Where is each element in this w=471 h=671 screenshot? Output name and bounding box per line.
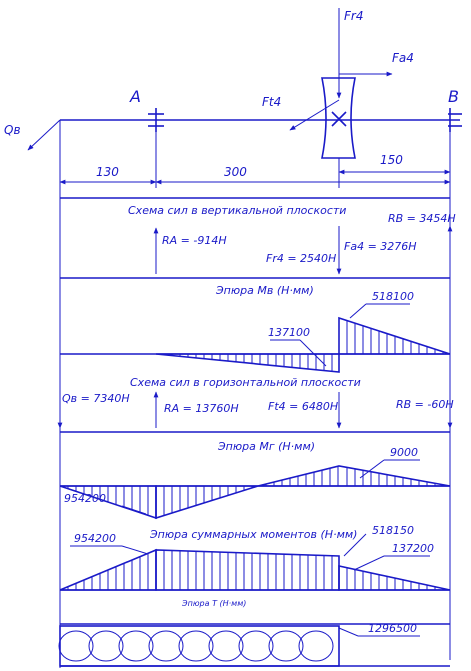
moment-v-value-1: 518100 <box>372 290 414 303</box>
gear <box>321 77 356 159</box>
moment-vertical-diagram: Эпюра Мв (Н·мм) 518100 137100 <box>60 284 451 373</box>
horizontal-title: Схема сил в горизонтальной плоскости <box>130 376 361 389</box>
support-b-label: B <box>448 87 459 106</box>
vertical-title: Схема сил в вертикальной плоскости <box>128 204 346 217</box>
fr4-vertical-label: Fr4 = 2540H <box>266 252 336 265</box>
rb-horizontal-label: RB = -60H <box>396 398 454 411</box>
ra-vertical-label: RA = -914H <box>162 234 227 247</box>
moment-h-title: Эпюра Мг (Н·мм) <box>217 440 315 453</box>
moment-sum-value-2: 518150 <box>372 524 414 537</box>
moment-sum-value-1: 954200 <box>74 532 116 545</box>
support-a-label: A <box>129 87 141 106</box>
force-fr4-label: Fr4 <box>344 9 363 23</box>
rb-vertical-label: RB = 3454H <box>388 212 456 225</box>
support-b <box>448 108 462 132</box>
moment-h-value-2: 954200 <box>64 492 106 505</box>
force-ft4-label: Ft4 <box>262 95 281 109</box>
dim-300: 300 <box>224 165 247 179</box>
horizontal-plane-scheme: Схема сил в горизонтальной плоскости Qв … <box>57 376 454 433</box>
moment-sum-value-3: 137200 <box>392 542 434 555</box>
torque-diagram: Эпюра T (Н·мм) 1296500 <box>58 599 450 667</box>
support-a <box>148 108 164 132</box>
dim-130: 130 <box>96 165 119 179</box>
moment-horizontal-diagram: Эпюра Мг (Н·мм) 9000 954200 <box>59 440 451 520</box>
moment-h-value-1: 9000 <box>390 446 418 459</box>
vertical-plane-scheme: Схема сил в вертикальной плоскости RA = … <box>60 197 456 279</box>
moment-h-hatch <box>67 466 444 516</box>
moment-sum-diagram: Эпюра суммарных моментов (Н·мм) 954200 5… <box>59 524 451 591</box>
ft4-horizontal-label: Ft4 = 6480H <box>268 400 338 413</box>
force-ft4-arrow <box>289 99 340 131</box>
torque-title: Эпюра T (Н·мм) <box>181 599 246 608</box>
fa4-vertical-label: Fa4 = 3276H <box>344 240 417 253</box>
moment-sum-hatch <box>67 550 444 590</box>
force-fa4-label: Fa4 <box>392 51 414 65</box>
torque-value-1: 1296500 <box>368 622 417 635</box>
force-qb-arrow <box>27 119 61 151</box>
shaft-scheme: A B Fr4 Fa4 Ft4 Qв <box>4 8 462 159</box>
qb-horizontal-label: Qв = 7340H <box>62 392 130 405</box>
moment-sum-title: Эпюра суммарных моментов (Н·мм) <box>149 528 357 541</box>
moment-v-title: Эпюра Мв (Н·мм) <box>215 284 314 297</box>
moment-v-value-2: 137100 <box>268 326 310 339</box>
torque-loops <box>58 630 334 662</box>
moment-v-hatch <box>163 320 444 372</box>
force-qb-label: Qв <box>4 123 21 137</box>
ra-horizontal-label: RA = 13760H <box>164 402 239 415</box>
dim-150: 150 <box>380 153 403 167</box>
